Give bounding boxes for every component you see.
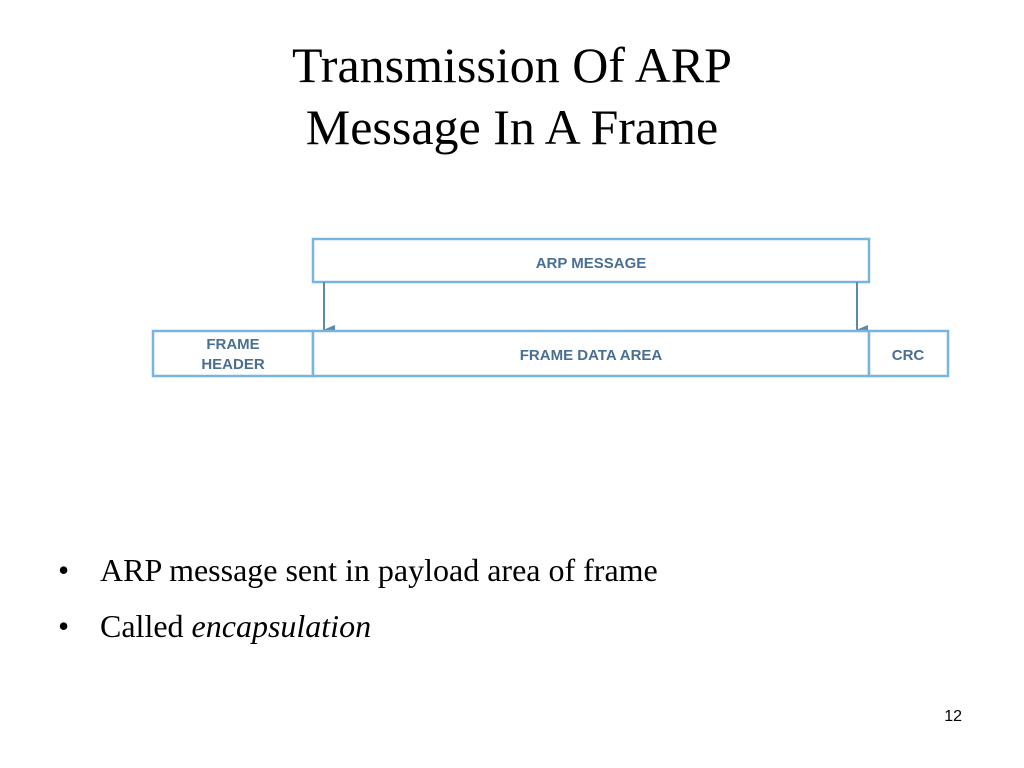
bullet-text: ARP message sent in payload area of fram… (100, 552, 658, 588)
bullet-emphasis: encapsulation (191, 608, 372, 644)
page-number: 12 (944, 708, 962, 725)
frame-header-label-line-2: HEADER (201, 356, 265, 373)
crc-label: CRC (892, 347, 925, 364)
title-line-2: Message In A Frame (305, 99, 719, 155)
bullet-item: • ARP message sent in payload area of fr… (58, 548, 658, 592)
bullet-text: Called (100, 608, 192, 644)
bullet-item: • Called encapsulation (58, 604, 658, 648)
bullet-dot: • (58, 552, 70, 588)
frame-data-area-label: FRAME DATA AREA (520, 347, 663, 364)
title-line-1: Transmission Of ARP (292, 37, 732, 93)
page-title: Transmission Of ARP Message In A Frame (0, 34, 1024, 158)
frame-header-label-line-1: FRAME (206, 336, 259, 353)
bullet-list: • ARP message sent in payload area of fr… (58, 548, 658, 660)
bullet-dot: • (58, 608, 70, 644)
arp-message-label: ARP MESSAGE (536, 255, 647, 272)
crc-box (867, 329, 950, 378)
frame-data-area-box (311, 329, 871, 378)
arp-message-box (311, 237, 871, 284)
